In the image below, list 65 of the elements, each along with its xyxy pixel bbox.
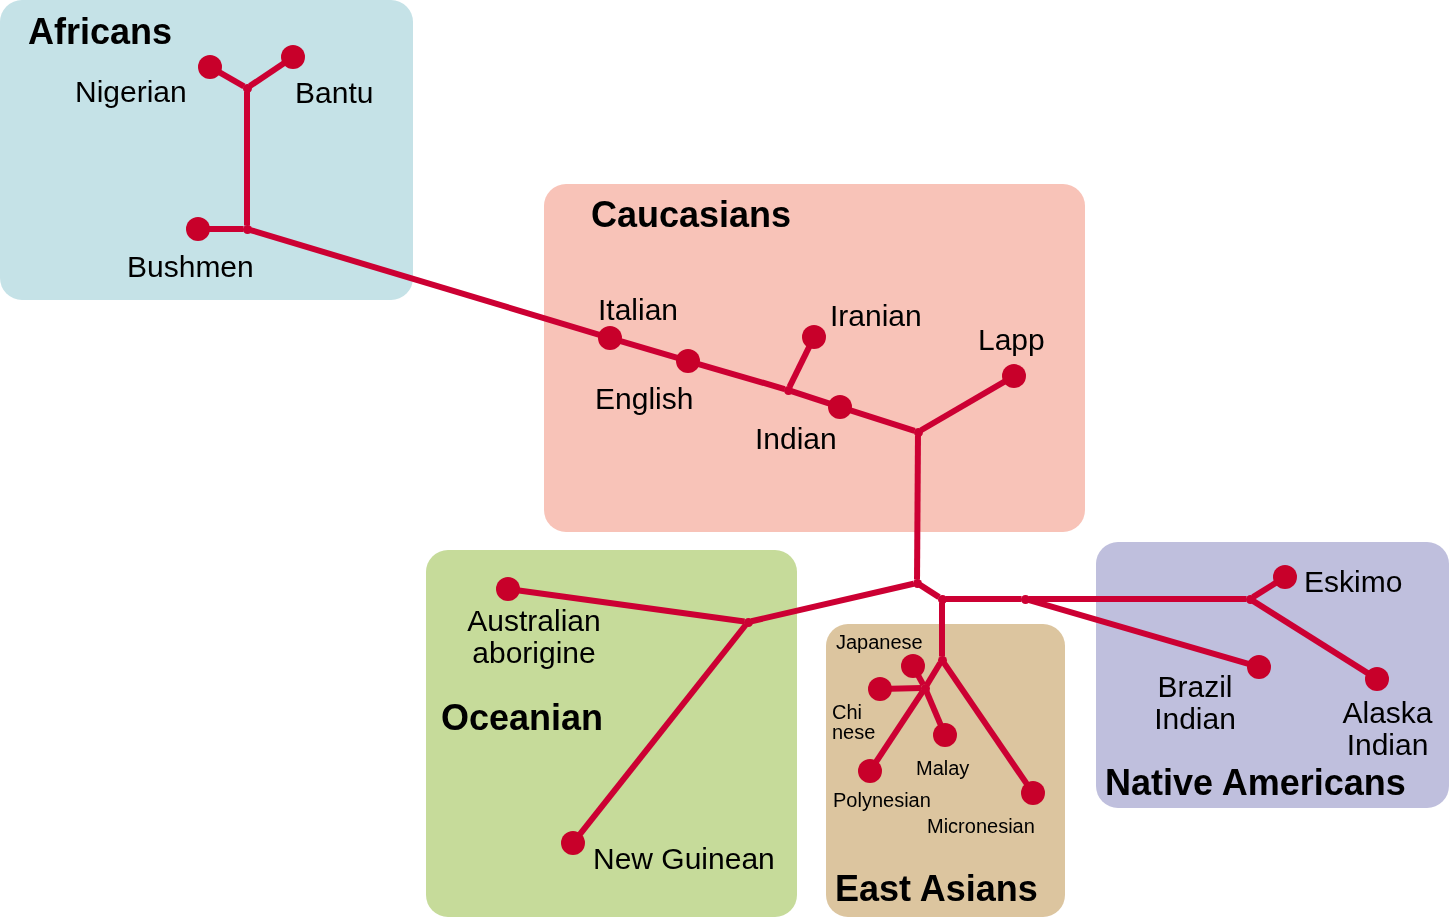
branch-junction	[743, 617, 753, 627]
group-panel	[0, 0, 413, 300]
population-label: Australian aborigine	[466, 605, 602, 669]
tree-branch	[209, 226, 244, 232]
population-label: Nigerian	[75, 76, 187, 108]
branch-junction	[783, 385, 793, 395]
branch-junction	[920, 683, 930, 693]
tree-branch	[786, 345, 812, 389]
population-label: Chi nese	[832, 702, 877, 742]
tree-branch	[919, 378, 1006, 433]
tree-branch	[941, 661, 1030, 786]
group-heading: Native Americans	[1105, 765, 1406, 801]
tree-branch	[750, 580, 915, 625]
population-label: Lapp	[978, 324, 1045, 356]
branch-junction	[242, 83, 252, 93]
tree-branch	[577, 622, 749, 837]
population-label: Alaska Indian	[1341, 697, 1434, 761]
population-label: Malay	[916, 758, 970, 778]
population-label: Indian	[755, 423, 837, 455]
population-label: Brazil Indian	[1153, 671, 1237, 735]
tree-branch	[890, 685, 922, 692]
tree-branch	[918, 582, 941, 600]
tree-branch	[218, 69, 246, 89]
tree-branch	[945, 596, 1022, 602]
tree-branch	[619, 338, 679, 361]
tree-branch	[914, 435, 921, 580]
tree-branch	[849, 407, 916, 434]
branch-junction	[937, 655, 947, 665]
branch-junction	[242, 224, 252, 234]
population-label: Bantu	[295, 77, 374, 109]
population-label: Italian	[598, 294, 679, 326]
population-label: Polynesian	[833, 790, 931, 810]
tree-branch	[790, 388, 831, 407]
group-panel	[1096, 542, 1449, 808]
group-heading: Africans	[28, 14, 173, 50]
tree-branch	[923, 690, 944, 727]
tree-branch	[915, 674, 926, 687]
population-label: English	[595, 383, 694, 415]
tree-branch	[873, 689, 926, 764]
group-heading: Caucasians	[591, 197, 792, 233]
group-heading: East Asians	[835, 871, 1038, 907]
branch-junction	[913, 427, 923, 437]
tree-branch	[1251, 580, 1278, 600]
population-label: Bushmen	[127, 251, 254, 283]
population-label: Japanese	[836, 632, 923, 652]
group-heading: Oceanian	[441, 700, 604, 736]
tree-branch	[244, 91, 250, 226]
group-panel	[826, 624, 1065, 917]
tree-branch	[1028, 596, 1247, 602]
population-label: Micronesian	[927, 816, 1035, 836]
tree-branch	[248, 60, 286, 89]
tree-branch	[924, 661, 943, 687]
population-label: Iranian	[830, 300, 922, 332]
population-label: Eskimo	[1304, 566, 1403, 598]
branch-junction	[1020, 594, 1030, 604]
tree-branch	[1251, 598, 1370, 676]
population-label: New Guinean	[593, 843, 775, 875]
tree-branch	[697, 361, 786, 392]
tree-branch	[939, 602, 945, 657]
group-panel	[426, 550, 797, 917]
branch-junction	[1245, 594, 1255, 604]
group-panel	[544, 184, 1085, 532]
tree-branch	[249, 227, 601, 338]
branch-junction	[912, 578, 922, 588]
tree-branch	[518, 587, 745, 625]
